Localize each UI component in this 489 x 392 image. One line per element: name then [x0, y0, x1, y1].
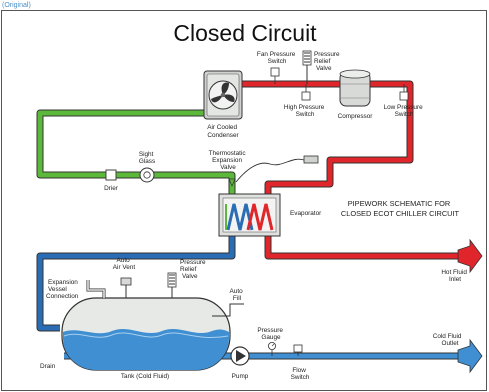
- condenser-label: Air Cooled Condenser: [207, 124, 239, 139]
- auto-air-vent: [120, 277, 132, 286]
- hot-fluid-inlet-arrow: [457, 238, 483, 274]
- sight-glass-icon: [139, 167, 155, 183]
- compressor-icon: [339, 69, 371, 107]
- txv-valve: [228, 178, 236, 187]
- gauge-icon: [267, 341, 276, 356]
- txv-label: Thermostatic Expansion Valve: [209, 150, 248, 171]
- tank-relief-valve-label: Pressure Relief Valve: [180, 259, 207, 280]
- low-pressure-switch-label: Low Pressure Switch: [384, 104, 425, 118]
- pressure-gauge-label: Pressure Gauge: [257, 327, 284, 341]
- top-relief-valve-label: Pressure Relief Valve: [314, 51, 341, 72]
- fan-pressure-switch-label: Fan Pressure Switch: [257, 51, 297, 65]
- drain-label: Drain: [40, 363, 56, 370]
- txv-capillary: [235, 158, 305, 183]
- low-pressure-switch: [399, 91, 409, 101]
- diagram-frame: [1, 10, 487, 391]
- water-line: [37, 220, 235, 331]
- relief-valve-icon: [302, 50, 312, 84]
- high-pressure-switch-label: High Pressure Switch: [284, 104, 326, 118]
- tank-label: Tank (Cold Fluid): [121, 373, 169, 380]
- pump-label: Pump: [232, 373, 249, 380]
- cold-fluid-outlet-label: Cold Fluid Outlet: [433, 333, 464, 347]
- liquid-line: [37, 110, 235, 200]
- fan-pressure-switch: [270, 67, 280, 77]
- drier-label: Drier: [104, 185, 119, 192]
- gas-line: [238, 81, 413, 200]
- diagram-title: Closed Circuit: [173, 20, 317, 46]
- cold-fluid-outlet-arrow: [457, 338, 483, 374]
- liquid-line-outline: [36, 109, 236, 200]
- tank: [61, 297, 231, 371]
- drier: [105, 169, 117, 181]
- auto-fill-label: Auto Fill: [230, 288, 245, 302]
- compressor-label: Compressor: [338, 113, 374, 120]
- flow-switch: [293, 344, 303, 353]
- condenser-fan-icon: [203, 70, 243, 120]
- hot-fluid-line-outline: [264, 220, 458, 260]
- expansion-pipe: [86, 280, 106, 298]
- hot-fluid-line: [265, 220, 458, 259]
- header-snippet: (Original): [2, 2, 31, 9]
- evaporator-label: Evaporator: [290, 210, 322, 217]
- pump-icon: [230, 346, 250, 366]
- hot-fluid-inlet-label: Hot Fluid Inlet: [441, 269, 468, 283]
- sight-glass-label: Sight Glass: [139, 151, 155, 165]
- tank-relief-valve-icon: [167, 272, 177, 298]
- auto-fill-pipe: [212, 303, 244, 317]
- high-pressure-switch: [301, 91, 311, 101]
- expansion-vessel-label: Expansion Vessel Connection: [46, 279, 80, 300]
- auto-air-vent-label: Auto Air Vent: [113, 257, 136, 271]
- evaporator: [218, 193, 281, 237]
- flow-switch-label: Flow Switch: [291, 367, 310, 381]
- txv-bulb: [303, 155, 319, 164]
- schematic-caption: PIPEWORK SCHEMATIC FOR CLOSED ECOT CHILL…: [341, 199, 460, 218]
- expansion-pipe-inner: [87, 280, 105, 298]
